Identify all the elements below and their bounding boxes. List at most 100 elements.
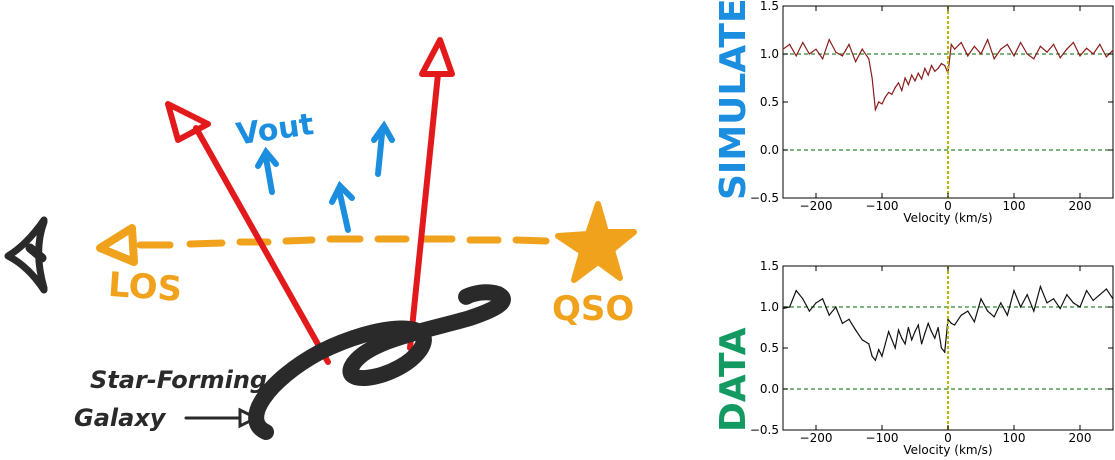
data-point xyxy=(1072,302,1074,304)
data-point xyxy=(868,343,870,345)
y-tick-label: 1.0 xyxy=(760,300,779,314)
data-point xyxy=(950,43,952,46)
galaxy-pointer-arrow-icon xyxy=(184,407,260,429)
x-tick-label: −200 xyxy=(800,431,833,445)
data-point xyxy=(993,316,995,318)
x-tick-label: 0 xyxy=(944,431,952,445)
spectrum-line xyxy=(782,284,1114,362)
data-point xyxy=(878,101,880,103)
outflow-arrow-right xyxy=(407,37,455,351)
data-point xyxy=(1079,55,1081,57)
data-point xyxy=(1013,55,1015,57)
x-tick-label: 0 xyxy=(944,199,952,213)
data-point xyxy=(950,322,952,324)
data-point xyxy=(980,298,982,300)
data-point xyxy=(1039,285,1041,288)
galaxy-spiral-icon xyxy=(248,284,511,440)
los-arrowhead-icon xyxy=(96,224,138,266)
y-tick-label: −0.5 xyxy=(750,191,779,205)
data-point xyxy=(921,343,923,345)
data-point xyxy=(1000,48,1002,50)
vout-label: Vout xyxy=(234,107,316,152)
data-point xyxy=(789,43,791,46)
data-point xyxy=(993,58,995,60)
data-point xyxy=(1066,48,1068,50)
data-point xyxy=(894,347,896,349)
data-point xyxy=(934,70,936,72)
data-point xyxy=(1053,43,1055,46)
data-point xyxy=(881,103,883,105)
data-point xyxy=(808,53,811,55)
data-point xyxy=(907,84,910,86)
data-point xyxy=(980,53,982,55)
data-point xyxy=(1086,47,1088,49)
data-point xyxy=(1020,41,1022,44)
data-point xyxy=(835,306,837,308)
x-tick-label: −100 xyxy=(866,199,899,213)
data-point xyxy=(1105,56,1107,58)
velocity-arrow-icon xyxy=(329,180,355,233)
data-point xyxy=(891,93,893,95)
data-label: DATA xyxy=(713,327,754,432)
data-point xyxy=(924,332,926,334)
data-point xyxy=(795,55,797,57)
data-point xyxy=(1092,299,1094,301)
x-axis-label: Velocity (km/s) xyxy=(903,443,992,457)
data-point xyxy=(927,74,929,76)
data-point xyxy=(914,331,916,333)
data-point xyxy=(901,337,903,339)
x-tick-label: 200 xyxy=(1069,431,1092,445)
data-point xyxy=(911,74,913,76)
data-point xyxy=(1086,290,1088,292)
data-point xyxy=(881,355,883,357)
data-point xyxy=(815,48,817,50)
data-point xyxy=(934,337,936,339)
velocity-arrow-icon xyxy=(371,120,395,177)
data-point xyxy=(782,308,784,310)
data-point xyxy=(1026,294,1028,296)
data-point xyxy=(1046,51,1048,53)
data-point xyxy=(782,48,784,50)
x-tick-label: −200 xyxy=(800,199,833,213)
data-point xyxy=(1112,298,1114,300)
data-point xyxy=(888,91,890,93)
y-tick-label: −0.5 xyxy=(750,423,779,437)
y-tick-label: 0.0 xyxy=(760,143,779,157)
data-point xyxy=(930,331,933,333)
data-point xyxy=(1046,302,1048,304)
data-point xyxy=(871,77,873,79)
x-tick-label: −100 xyxy=(866,431,899,445)
data-point xyxy=(944,64,946,67)
data-point xyxy=(1020,306,1022,308)
data-point xyxy=(878,349,880,351)
data-point xyxy=(967,310,969,312)
qso-star-icon xyxy=(555,201,637,283)
data-point xyxy=(954,324,956,326)
data-point xyxy=(795,290,797,292)
data-point xyxy=(1059,57,1061,59)
data-point xyxy=(835,51,837,53)
data-point xyxy=(930,64,933,67)
y-tick-label: 0.0 xyxy=(760,382,779,396)
data-point xyxy=(1092,53,1094,55)
data-point xyxy=(808,310,811,312)
data-point xyxy=(1079,306,1081,308)
data-point xyxy=(1105,288,1107,290)
data-point xyxy=(897,329,900,331)
galaxy-label-line1: Star-Forming xyxy=(90,366,267,394)
data-point xyxy=(871,355,873,357)
x-tick-label: 200 xyxy=(1069,199,1092,213)
data-point xyxy=(1059,308,1061,310)
data-point xyxy=(921,78,923,80)
data-point xyxy=(924,67,926,69)
data-point xyxy=(907,326,910,329)
data-point xyxy=(888,331,890,333)
data-point xyxy=(894,87,896,89)
sketch-diagram: LOS QSO Vout xyxy=(4,37,637,440)
data-point xyxy=(841,55,844,57)
data-point xyxy=(940,347,943,349)
data-point xyxy=(822,58,824,60)
y-tick-label: 1.5 xyxy=(760,0,779,13)
data-point xyxy=(973,45,976,47)
